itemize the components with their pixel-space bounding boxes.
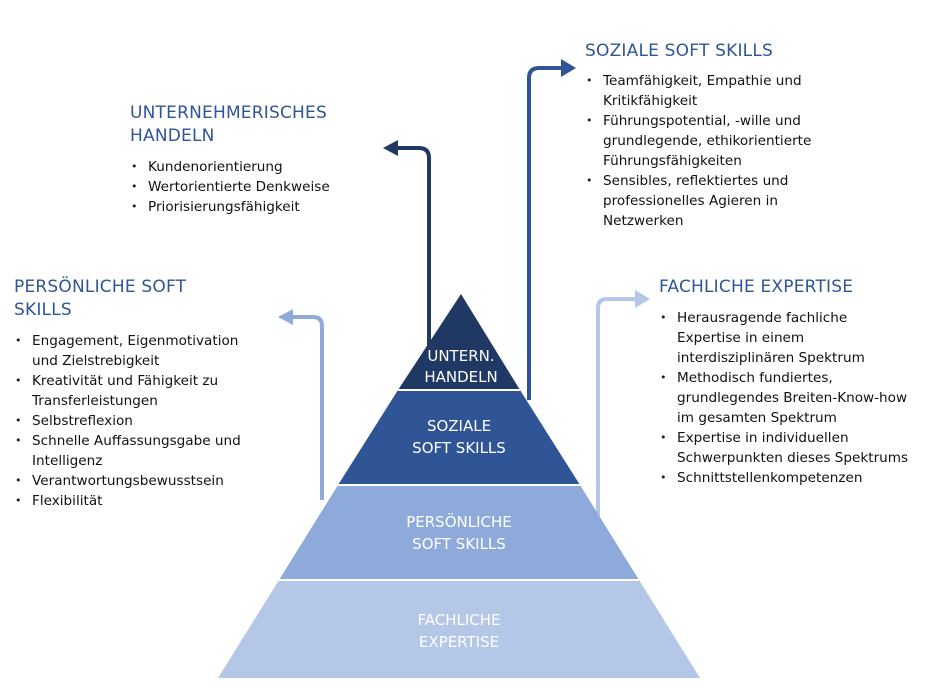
bullet-text: grundlegendes Breiten-Know-how <box>677 390 908 406</box>
bullet-item: • Verantwortungsbewusstsein <box>14 471 274 491</box>
bullet-text: Kritikfähigkeit <box>603 93 698 109</box>
bullet-icon: • <box>15 414 22 427</box>
bullet-text: Intelligenz <box>32 453 103 469</box>
bullet-text: Sensibles, reflektiertes und <box>603 173 789 189</box>
soziale-block: SOZIALE SOFT SKILLS • Teamfähigkeit, Empa… <box>585 40 835 231</box>
bullet-text: Selbstreflexion <box>32 413 133 429</box>
persoenlich-title: PERSÖNLICHE SOFT SKILLS <box>14 276 274 322</box>
persoenlich-title-line: SKILLS <box>14 300 72 320</box>
bullet-text: Expertise in individuellen <box>677 430 849 446</box>
pyramid-level-third <box>279 485 639 580</box>
pyramid-label-third-line2: SOFT SKILLS <box>412 535 506 553</box>
pyramid-level-base <box>218 580 700 678</box>
bullet-text: Wertorientierte Denkweise <box>148 179 330 195</box>
bullet-icon: • <box>131 160 138 173</box>
bullet-icon: • <box>15 494 22 507</box>
bullet-text: Netzwerken <box>603 213 684 229</box>
pyramid-label-second-line1: SOZIALE <box>427 417 491 435</box>
bullet-text: Kreativität und Fähigkeit zu <box>32 373 219 389</box>
persoenlich-list: • Engagement, Eigenmotivation und Zielstre… <box>14 331 274 511</box>
bullet-icon: • <box>660 311 667 324</box>
arrow-unternehmerisch <box>383 140 431 388</box>
bullet-icon: • <box>15 334 22 347</box>
pyramid-label-top-line1: UNTERN. <box>427 347 494 365</box>
unternehmerisch-block: UNTERNEHMERISCHES HANDELN • Kundenorientie… <box>130 102 390 217</box>
bullet-text: Herausragende fachliche <box>677 310 848 326</box>
fachlich-title: FACHLICHE EXPERTISE <box>659 276 945 299</box>
arrow-persoenlich <box>278 309 324 500</box>
bullet-item: • Wertorientierte Denkweise <box>130 177 390 197</box>
bullet-text: Priorisierungsfähigkeit <box>148 199 300 215</box>
bullet-icon: • <box>660 371 667 384</box>
bullet-text: Expertise in einem <box>677 330 805 346</box>
bullet-text: Flexibilität <box>32 493 103 509</box>
bullet-icon: • <box>586 174 593 187</box>
pyramid-label-second-line2: SOFT SKILLS <box>412 439 506 457</box>
bullet-item: • Schnittstellenkompetenzen <box>659 468 945 488</box>
pyramid-label-base-line1: FACHLICHE <box>417 611 500 629</box>
pyramid-level-top <box>398 294 520 390</box>
arrow-fachlich <box>596 290 650 580</box>
bullet-text: Schwerpunkten dieses Spektrums <box>677 450 909 466</box>
bullet-text: Verantwortungsbewusstsein <box>32 473 224 489</box>
bullet-text: Schnittstellenkompetenzen <box>677 470 863 486</box>
bullet-icon: • <box>131 200 138 213</box>
bullet-item: • Kreativität und Fähigkeit zu Transferlei… <box>14 371 274 411</box>
bullet-text: Methodisch fundiertes, <box>677 370 833 386</box>
bullet-icon: • <box>586 74 593 87</box>
bullet-text: im gesamten Spektrum <box>677 410 837 426</box>
bullet-text: Führungsfähigkeiten <box>603 153 742 169</box>
bullet-text: Führungspotential, -wille und <box>603 113 801 129</box>
bullet-text: interdisziplinären Spektrum <box>677 350 865 366</box>
bullet-item: • Führungspotential, -wille und grundlegen… <box>585 111 835 171</box>
bullet-item: • Sensibles, reflektiertes und professione… <box>585 171 835 231</box>
fachlich-block: FACHLICHE EXPERTISE • Herausragende fachl… <box>659 276 945 488</box>
unternehmerisch-list: • Kundenorientierung • Wertorientierte Denk… <box>130 157 390 217</box>
soziale-title-line: SOZIALE SOFT SKILLS <box>585 41 774 61</box>
bullet-item: • Flexibilität <box>14 491 274 511</box>
bullet-text: Schnelle Auffassungsgabe und <box>32 433 241 449</box>
bullet-icon: • <box>660 471 667 484</box>
pyramid-level-second <box>338 390 580 485</box>
bullet-icon: • <box>15 474 22 487</box>
bullet-item: • Methodisch fundiertes, grundlegendes Bre… <box>659 368 945 428</box>
unternehmerisch-title: UNTERNEHMERISCHES HANDELN <box>130 102 390 148</box>
arrow-soziale <box>527 59 576 400</box>
unternehmerisch-title-line: UNTERNEHMERISCHES <box>130 103 327 123</box>
unternehmerisch-title-line: HANDELN <box>130 126 215 146</box>
bullet-item: • Kundenorientierung <box>130 157 390 177</box>
pyramid-label-third-line1: PERSÖNLICHE <box>406 512 512 531</box>
persoenlich-block: PERSÖNLICHE SOFT SKILLS • Engagement, Eige… <box>14 276 274 511</box>
bullet-icon: • <box>660 431 667 444</box>
persoenlich-title-line: PERSÖNLICHE SOFT <box>14 277 187 297</box>
bullet-item: • Selbstreflexion <box>14 411 274 431</box>
bullet-icon: • <box>15 434 22 447</box>
soziale-title: SOZIALE SOFT SKILLS <box>585 40 835 63</box>
pyramid-label-base-line2: EXPERTISE <box>419 633 499 651</box>
bullet-text: Engagement, Eigenmotivation <box>32 333 239 349</box>
bullet-item: • Engagement, Eigenmotivation und Zielstre… <box>14 331 274 371</box>
bullet-text: grundlegende, ethikorientierte <box>603 133 812 149</box>
bullet-text: und Zielstrebigkeit <box>32 353 160 369</box>
bullet-text: Kundenorientierung <box>148 159 283 175</box>
bullet-text: professionelles Agieren in <box>603 193 778 209</box>
bullet-icon: • <box>586 114 593 127</box>
bullet-text: Transferleistungen <box>32 393 158 409</box>
fachlich-title-line: FACHLICHE EXPERTISE <box>659 277 854 297</box>
pyramid-label-top-line2: HANDELN <box>424 368 497 386</box>
bullet-icon: • <box>15 374 22 387</box>
bullet-text: Teamfähigkeit, Empathie und <box>603 73 802 89</box>
bullet-icon: • <box>131 180 138 193</box>
bullet-item: • Priorisierungsfähigkeit <box>130 197 390 217</box>
